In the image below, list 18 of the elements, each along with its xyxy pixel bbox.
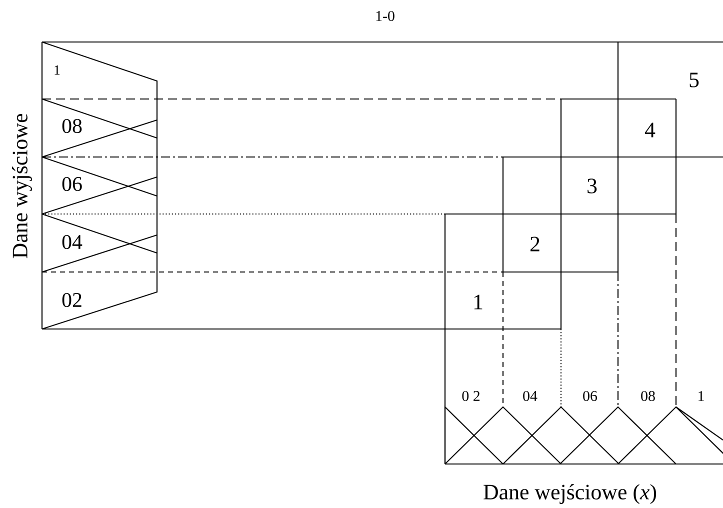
set-label: 0 2 xyxy=(462,390,480,402)
set-label: 08 xyxy=(641,390,655,402)
set-label: 1 xyxy=(54,65,60,75)
set-label: 04 xyxy=(523,390,538,402)
set-label: 02 xyxy=(62,292,82,308)
axis-label: Dane wyjściowe xyxy=(12,114,32,258)
rule-number: 3 xyxy=(588,178,597,194)
axis-label: Dane wejściowe (x) xyxy=(484,484,656,504)
rule-number: 1 xyxy=(474,294,482,310)
set-label: 1 xyxy=(698,391,704,401)
rule-number: 5 xyxy=(690,72,699,88)
axis-label: 1-0 xyxy=(376,10,394,22)
set-label: 04 xyxy=(62,234,82,250)
set-label: 08 xyxy=(62,118,82,134)
rule-number: 4 xyxy=(644,122,656,138)
set-label: 06 xyxy=(583,390,598,402)
rule-number: 2 xyxy=(530,236,540,252)
set-label: 06 xyxy=(62,176,82,192)
